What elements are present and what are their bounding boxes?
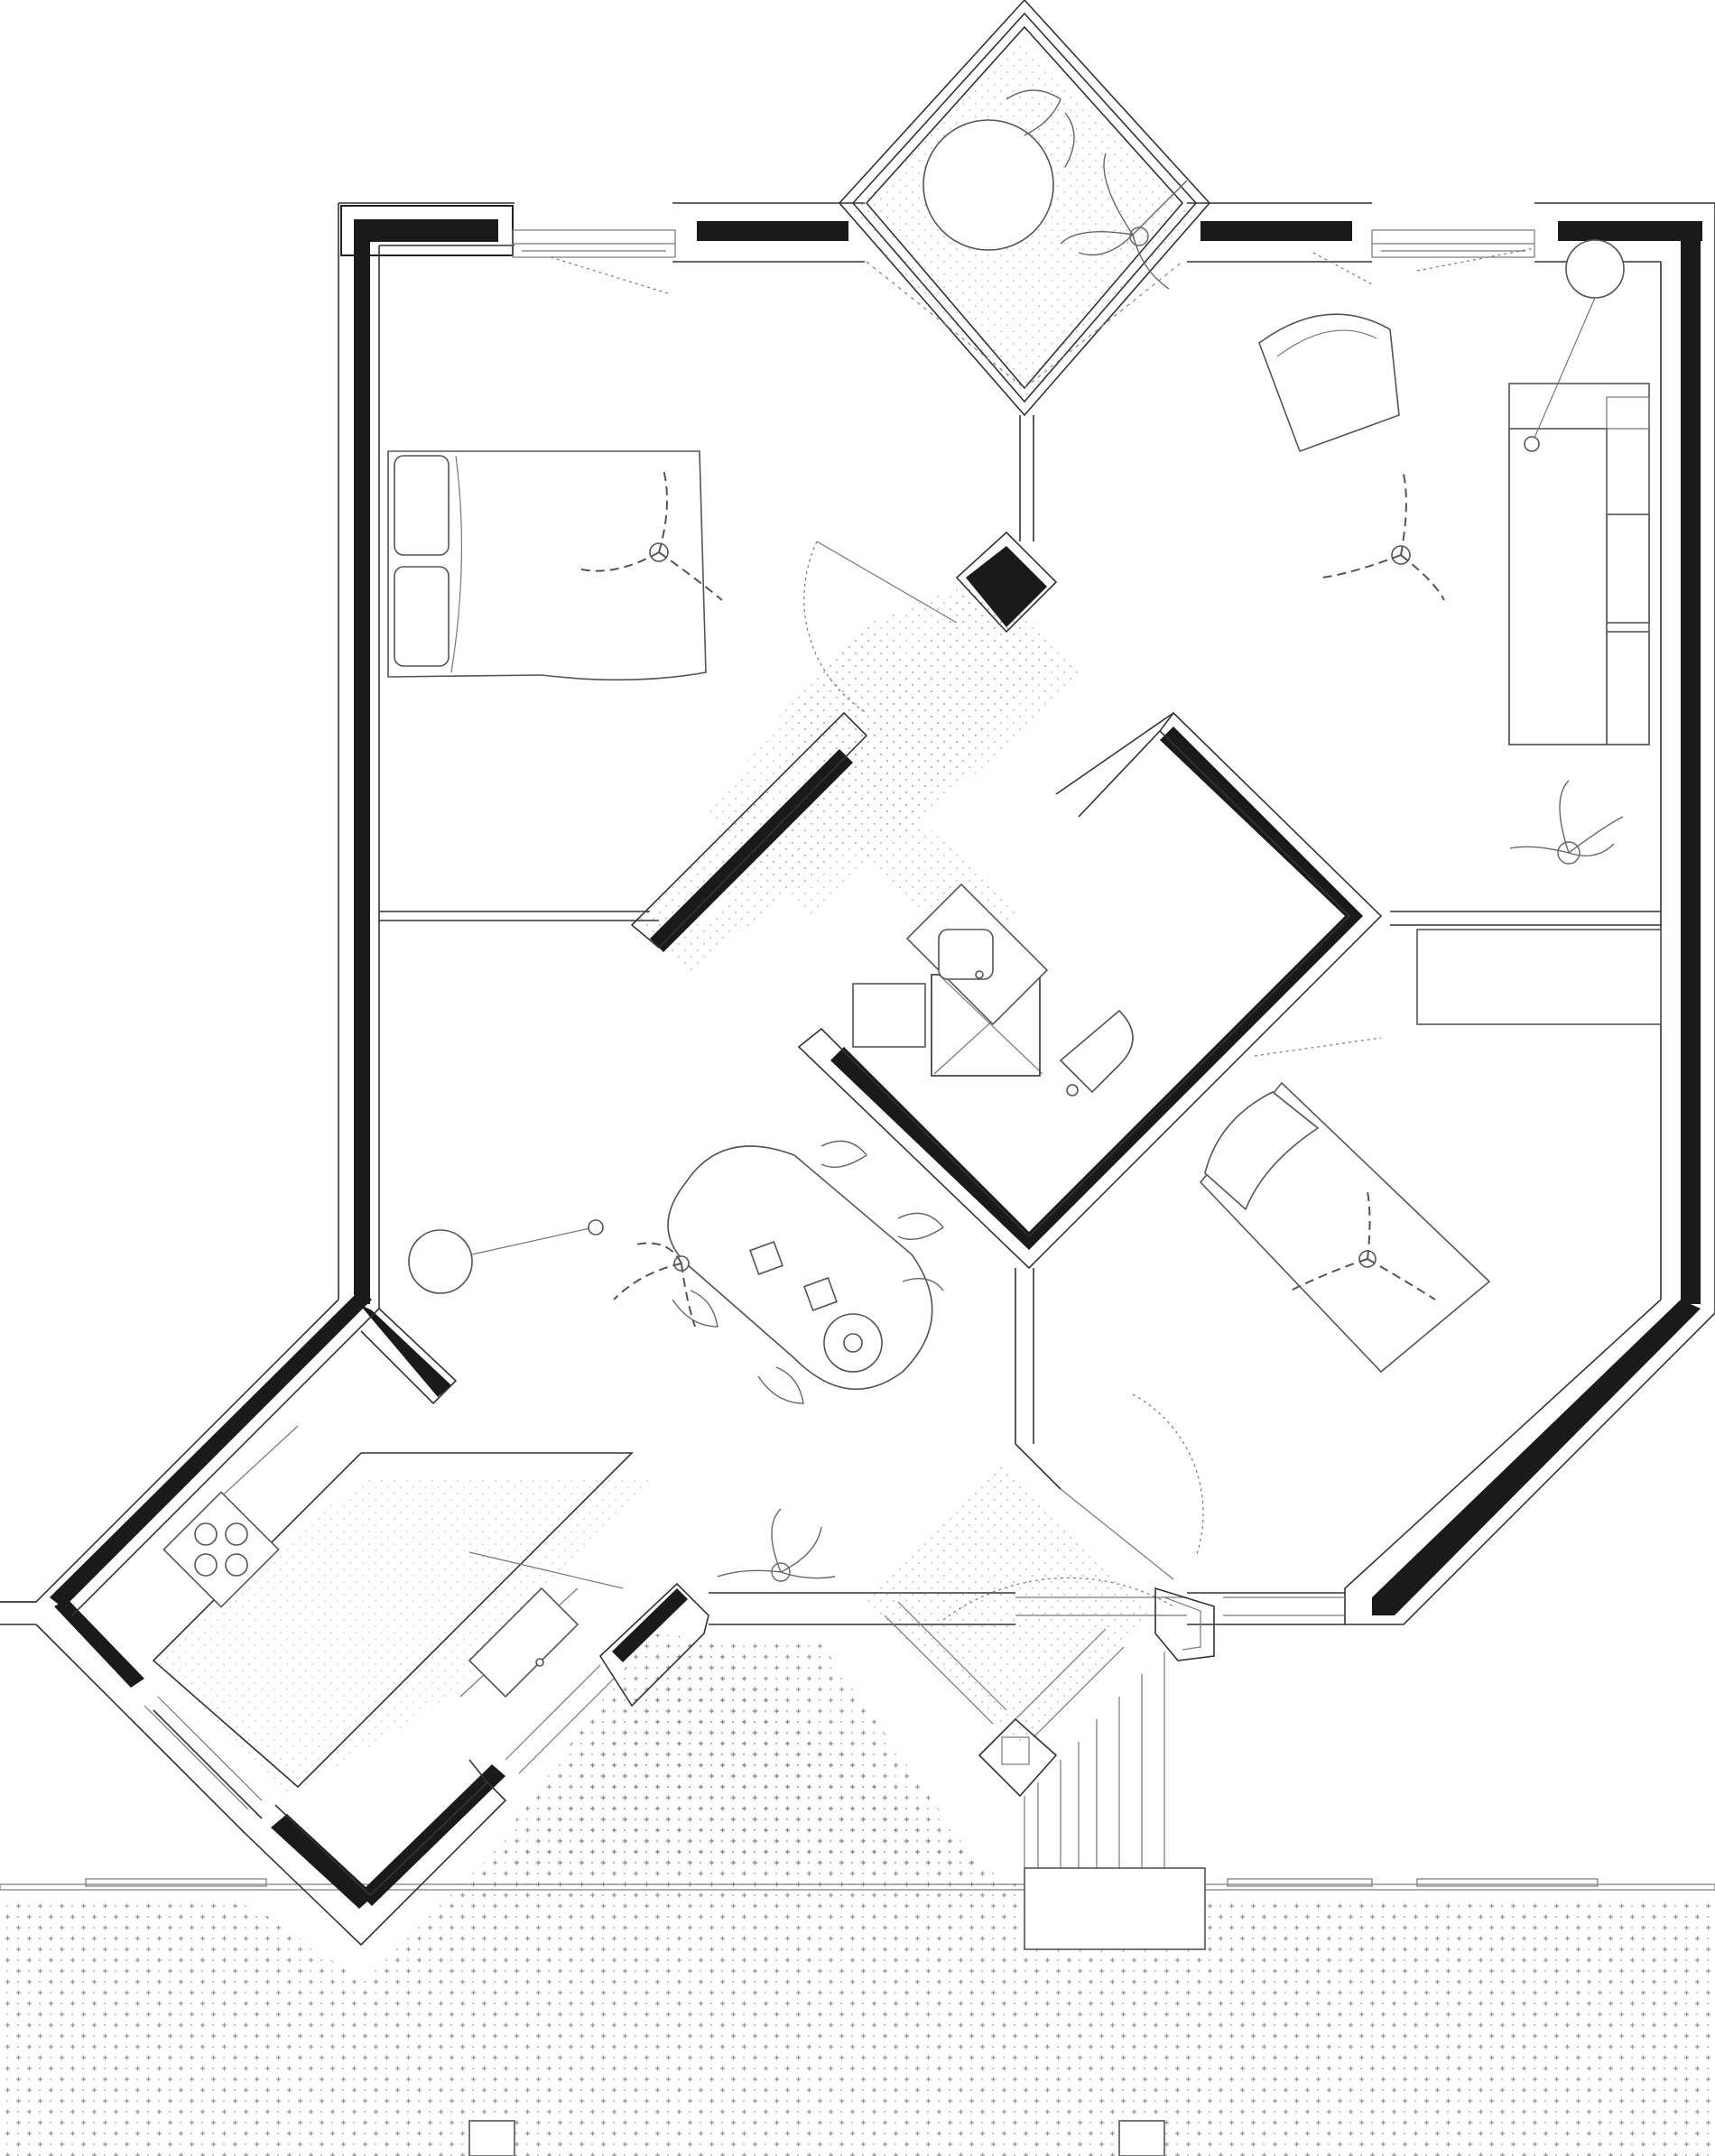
stove-icon (162, 1491, 280, 1608)
floor-lamp-icon (1524, 239, 1625, 452)
bathroom (852, 883, 1134, 1097)
chair-icon (672, 1140, 945, 1404)
bedroom-2 (1199, 929, 1662, 1374)
kitchen-fixtures (152, 1425, 634, 1789)
hall (632, 578, 1083, 975)
bedroom (387, 450, 723, 681)
plant-icon (1509, 780, 1624, 865)
round-table-icon (922, 119, 1054, 251)
chair-icon (1006, 89, 1075, 168)
dining-table-icon (667, 1145, 933, 1390)
door-swing-icon (550, 247, 1535, 1621)
ceiling-fan-icon (1290, 1190, 1436, 1300)
ceiling-fan-icon (577, 468, 723, 601)
stairs-icon (1024, 1652, 1206, 1950)
terrace (0, 1633, 1715, 2156)
bed-icon (1199, 1081, 1491, 1374)
window-icon (144, 229, 1535, 1810)
entry (867, 1462, 1155, 1746)
plant-icon (1060, 153, 1188, 290)
floor-lamp-icon (408, 1219, 604, 1294)
bed-icon (387, 450, 707, 681)
wall-outlines (0, 202, 1715, 1947)
bay-window (838, 0, 1211, 417)
armchair-icon (1258, 313, 1400, 453)
toilet-icon (1059, 1009, 1134, 1097)
entry-fixtures (978, 1587, 1215, 1950)
dining-room (408, 1140, 945, 1582)
living-room (1258, 239, 1650, 865)
plant-icon (717, 1508, 836, 1582)
ceiling-fan-icon (613, 1242, 696, 1328)
ceiling-fan-icon (1321, 473, 1445, 601)
sofa-icon (1508, 383, 1650, 745)
sink-icon (905, 883, 1049, 1026)
